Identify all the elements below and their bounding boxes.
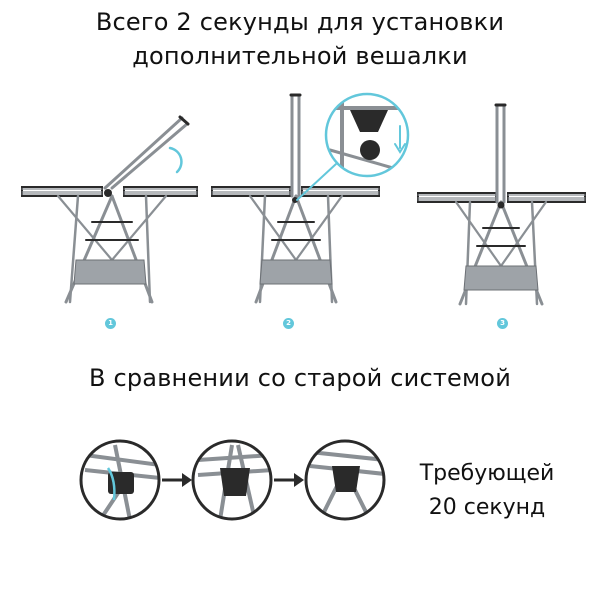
arrow-right-icon — [162, 473, 192, 487]
comparison-heading: В сравнении со старой системой — [88, 364, 511, 392]
title-line-2: дополнительной вешалки — [132, 42, 468, 70]
comparison-note-line-2: 20 секунд — [428, 495, 546, 520]
old-hinge-closeup-1 — [79, 439, 161, 521]
step-2-badge: 2 — [283, 318, 294, 329]
step-1-badge: 1 — [105, 318, 116, 329]
arrow-right-icon — [274, 473, 304, 487]
old-hinge-closeup-2 — [191, 439, 273, 521]
step-3-badge: 3 — [497, 318, 508, 329]
comparison-note-line-1: Требующей — [419, 461, 555, 486]
old-hinge-closeup-3 — [304, 439, 386, 521]
title-line-1: Всего 2 секунды для установки — [95, 8, 505, 36]
drying-rack-step-3 — [417, 103, 586, 306]
drying-rack-step-2 — [211, 92, 410, 304]
drying-rack-step-1 — [21, 115, 198, 304]
